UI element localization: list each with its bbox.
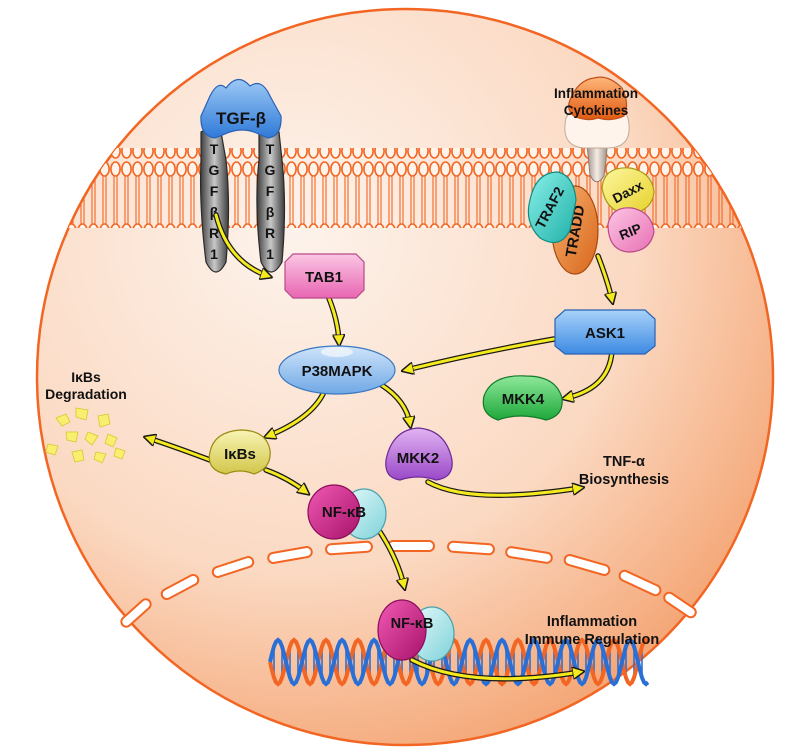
nfkb-label: NF-κB xyxy=(322,504,366,521)
signal-arrows xyxy=(148,212,615,682)
rip-protein xyxy=(607,207,655,253)
tgfbr1-letter-right-4: β xyxy=(266,204,275,220)
tgfbr1-letter-left-4: β xyxy=(210,204,219,220)
arrow-mkk2-to-tnf xyxy=(425,479,580,498)
cytokine-receptor-complex: Inflammation Cytokines TRADD TRAF2 Daxx … xyxy=(527,76,655,275)
tab1-node: TAB1 xyxy=(284,253,365,299)
tgfbr1-letter-left-6: 1 xyxy=(210,246,218,262)
tgfbr1-letter-left-2: G xyxy=(209,162,220,178)
tgf-beta-label: TGF-β xyxy=(216,109,266,128)
mkk2-label: MKK2 xyxy=(397,450,440,467)
traf2-protein xyxy=(527,171,577,244)
nfkb-cytoplasm-node: NF-κB xyxy=(307,484,387,540)
tgfbr1-letter-right-1: T xyxy=(266,141,275,157)
arrow-ikbs-to-nfkb xyxy=(263,467,306,492)
mkk2-node: MKK2 xyxy=(385,427,453,481)
ikbs-node: IκBs xyxy=(208,429,271,475)
inflammation-cytokines-label-line2: Cytokines xyxy=(564,103,629,118)
tgf-beta-ligand: TGF-β xyxy=(200,78,282,139)
tgfbr1-letter-left-1: T xyxy=(210,141,219,157)
cytokine-ligand xyxy=(568,76,628,121)
p38mapk-label: P38MAPK xyxy=(302,363,373,380)
arrow-nfkb-to-regulation xyxy=(409,657,580,682)
arrow-ask1-to-p38mapk xyxy=(406,336,557,370)
tab1-label: TAB1 xyxy=(305,269,343,286)
ikbs-degradation-label-line1: IκBs xyxy=(71,369,101,385)
tnf-alpha-label-line2: Biosynthesis xyxy=(579,472,669,488)
p38mapk-node: P38MAPK xyxy=(278,345,396,395)
inflammation-immune-label-line1: Inflammation xyxy=(547,614,637,630)
tgfbr1-letter-right-6: 1 xyxy=(266,246,274,262)
ask1-label: ASK1 xyxy=(585,325,625,342)
cell-membrane xyxy=(37,148,773,228)
arrow-tgfbr1-to-tab1 xyxy=(213,212,268,276)
arrow-p38mapk-to-ikbs xyxy=(268,389,327,436)
inflammation-cytokines-label-line1: Inflammation xyxy=(554,86,638,101)
tgfbr1-letter-right-5: R xyxy=(265,225,275,241)
nfkb-nucleus-label: NF-κB xyxy=(391,616,434,632)
arrow-ask1-to-mkk4 xyxy=(566,347,615,398)
arrow-p38mapk-to-mkk2 xyxy=(377,381,410,424)
tgfbr1-letter-left-3: F xyxy=(210,183,219,199)
inflammation-immune-label-line2: Immune Regulation xyxy=(525,632,660,648)
arrow-nfkb-to-nucleus xyxy=(377,529,404,586)
tgfbr1-letter-left-5: R xyxy=(209,225,219,241)
tnf-alpha-label-line1: TNF-α xyxy=(603,454,645,470)
tgfbr1-letter-right-2: G xyxy=(265,162,276,178)
ikbs-degradation-label-line2: Degradation xyxy=(45,386,127,402)
arrow-tab1-to-p38mapk xyxy=(325,293,339,342)
nuclear-envelope xyxy=(120,540,697,628)
nfkb-nucleus-node: NF-κB xyxy=(377,599,455,662)
mkk4-node: MKK4 xyxy=(482,375,563,421)
ikbs-label: IκBs xyxy=(224,446,256,463)
ask1-node: ASK1 xyxy=(554,309,656,355)
tgfbr1-letter-right-3: F xyxy=(266,183,275,199)
mkk4-label: MKK4 xyxy=(502,391,545,408)
arrow-ikbs-to-degradation xyxy=(148,438,213,463)
arrow-tradd-to-ask1 xyxy=(595,253,612,300)
ikbs-fragments xyxy=(45,407,126,464)
